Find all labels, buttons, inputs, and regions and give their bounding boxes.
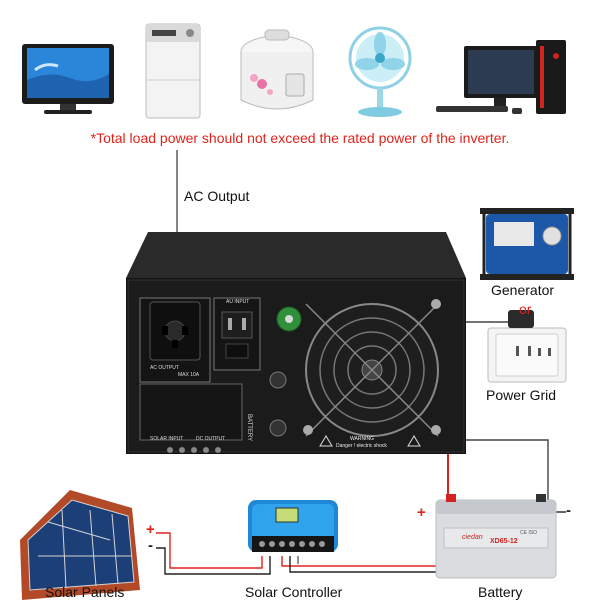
- solar-panel-icon: [20, 490, 140, 600]
- panel-battery-label: BATTERY: [246, 414, 252, 442]
- wall-socket-icon: [487, 310, 567, 383]
- label-solar-controller: Solar Controller: [245, 584, 343, 600]
- rice-cooker-icon: [240, 29, 314, 110]
- battery-brand: ciedan: [462, 534, 483, 541]
- panel-warning-title: WARNING: [350, 436, 374, 442]
- panel-solar-input-label: SOLAR INPUT: [150, 436, 184, 442]
- battery-marks: CE ISO: [520, 530, 537, 536]
- panel-ac-input-label: AU INPUT: [226, 299, 250, 305]
- solar-plus-sign: +: [146, 521, 155, 538]
- power-warning: *Total load power should not exceed the …: [90, 130, 510, 146]
- solar-controller-icon: [248, 500, 338, 552]
- desktop-computer-icon: [436, 40, 566, 114]
- fan-icon: [348, 26, 412, 117]
- label-or: or: [519, 301, 532, 317]
- generator-icon: [480, 208, 574, 280]
- label-power-grid: Power Grid: [486, 387, 557, 403]
- panel-ac-output-label: AC OUTPUT: [150, 365, 179, 371]
- battery-model: XD65-12: [490, 538, 518, 545]
- inverter-unit: [126, 232, 466, 454]
- washing-machine-icon: [145, 23, 201, 119]
- label-battery: Battery: [478, 584, 523, 600]
- battery-plus-sign: +: [417, 504, 426, 521]
- label-generator: Generator: [491, 282, 555, 298]
- panel-dc-output-label: DC OUTPUT: [196, 436, 226, 442]
- label-ac-output: AC Output: [184, 188, 250, 204]
- panel-ac-output-rating: MAX 10A: [178, 372, 200, 378]
- tv-icon: [22, 44, 114, 114]
- label-solar-panels: Solar Panels: [45, 584, 125, 600]
- solar-negative-wire: [156, 547, 271, 575]
- solar-minus-sign: -: [148, 537, 153, 554]
- solar-positive-wire: [156, 532, 263, 569]
- battery-icon: [435, 494, 557, 579]
- battery-minus-sign: -: [566, 502, 571, 519]
- panel-warning-text: Danger ! electric shock: [336, 443, 387, 449]
